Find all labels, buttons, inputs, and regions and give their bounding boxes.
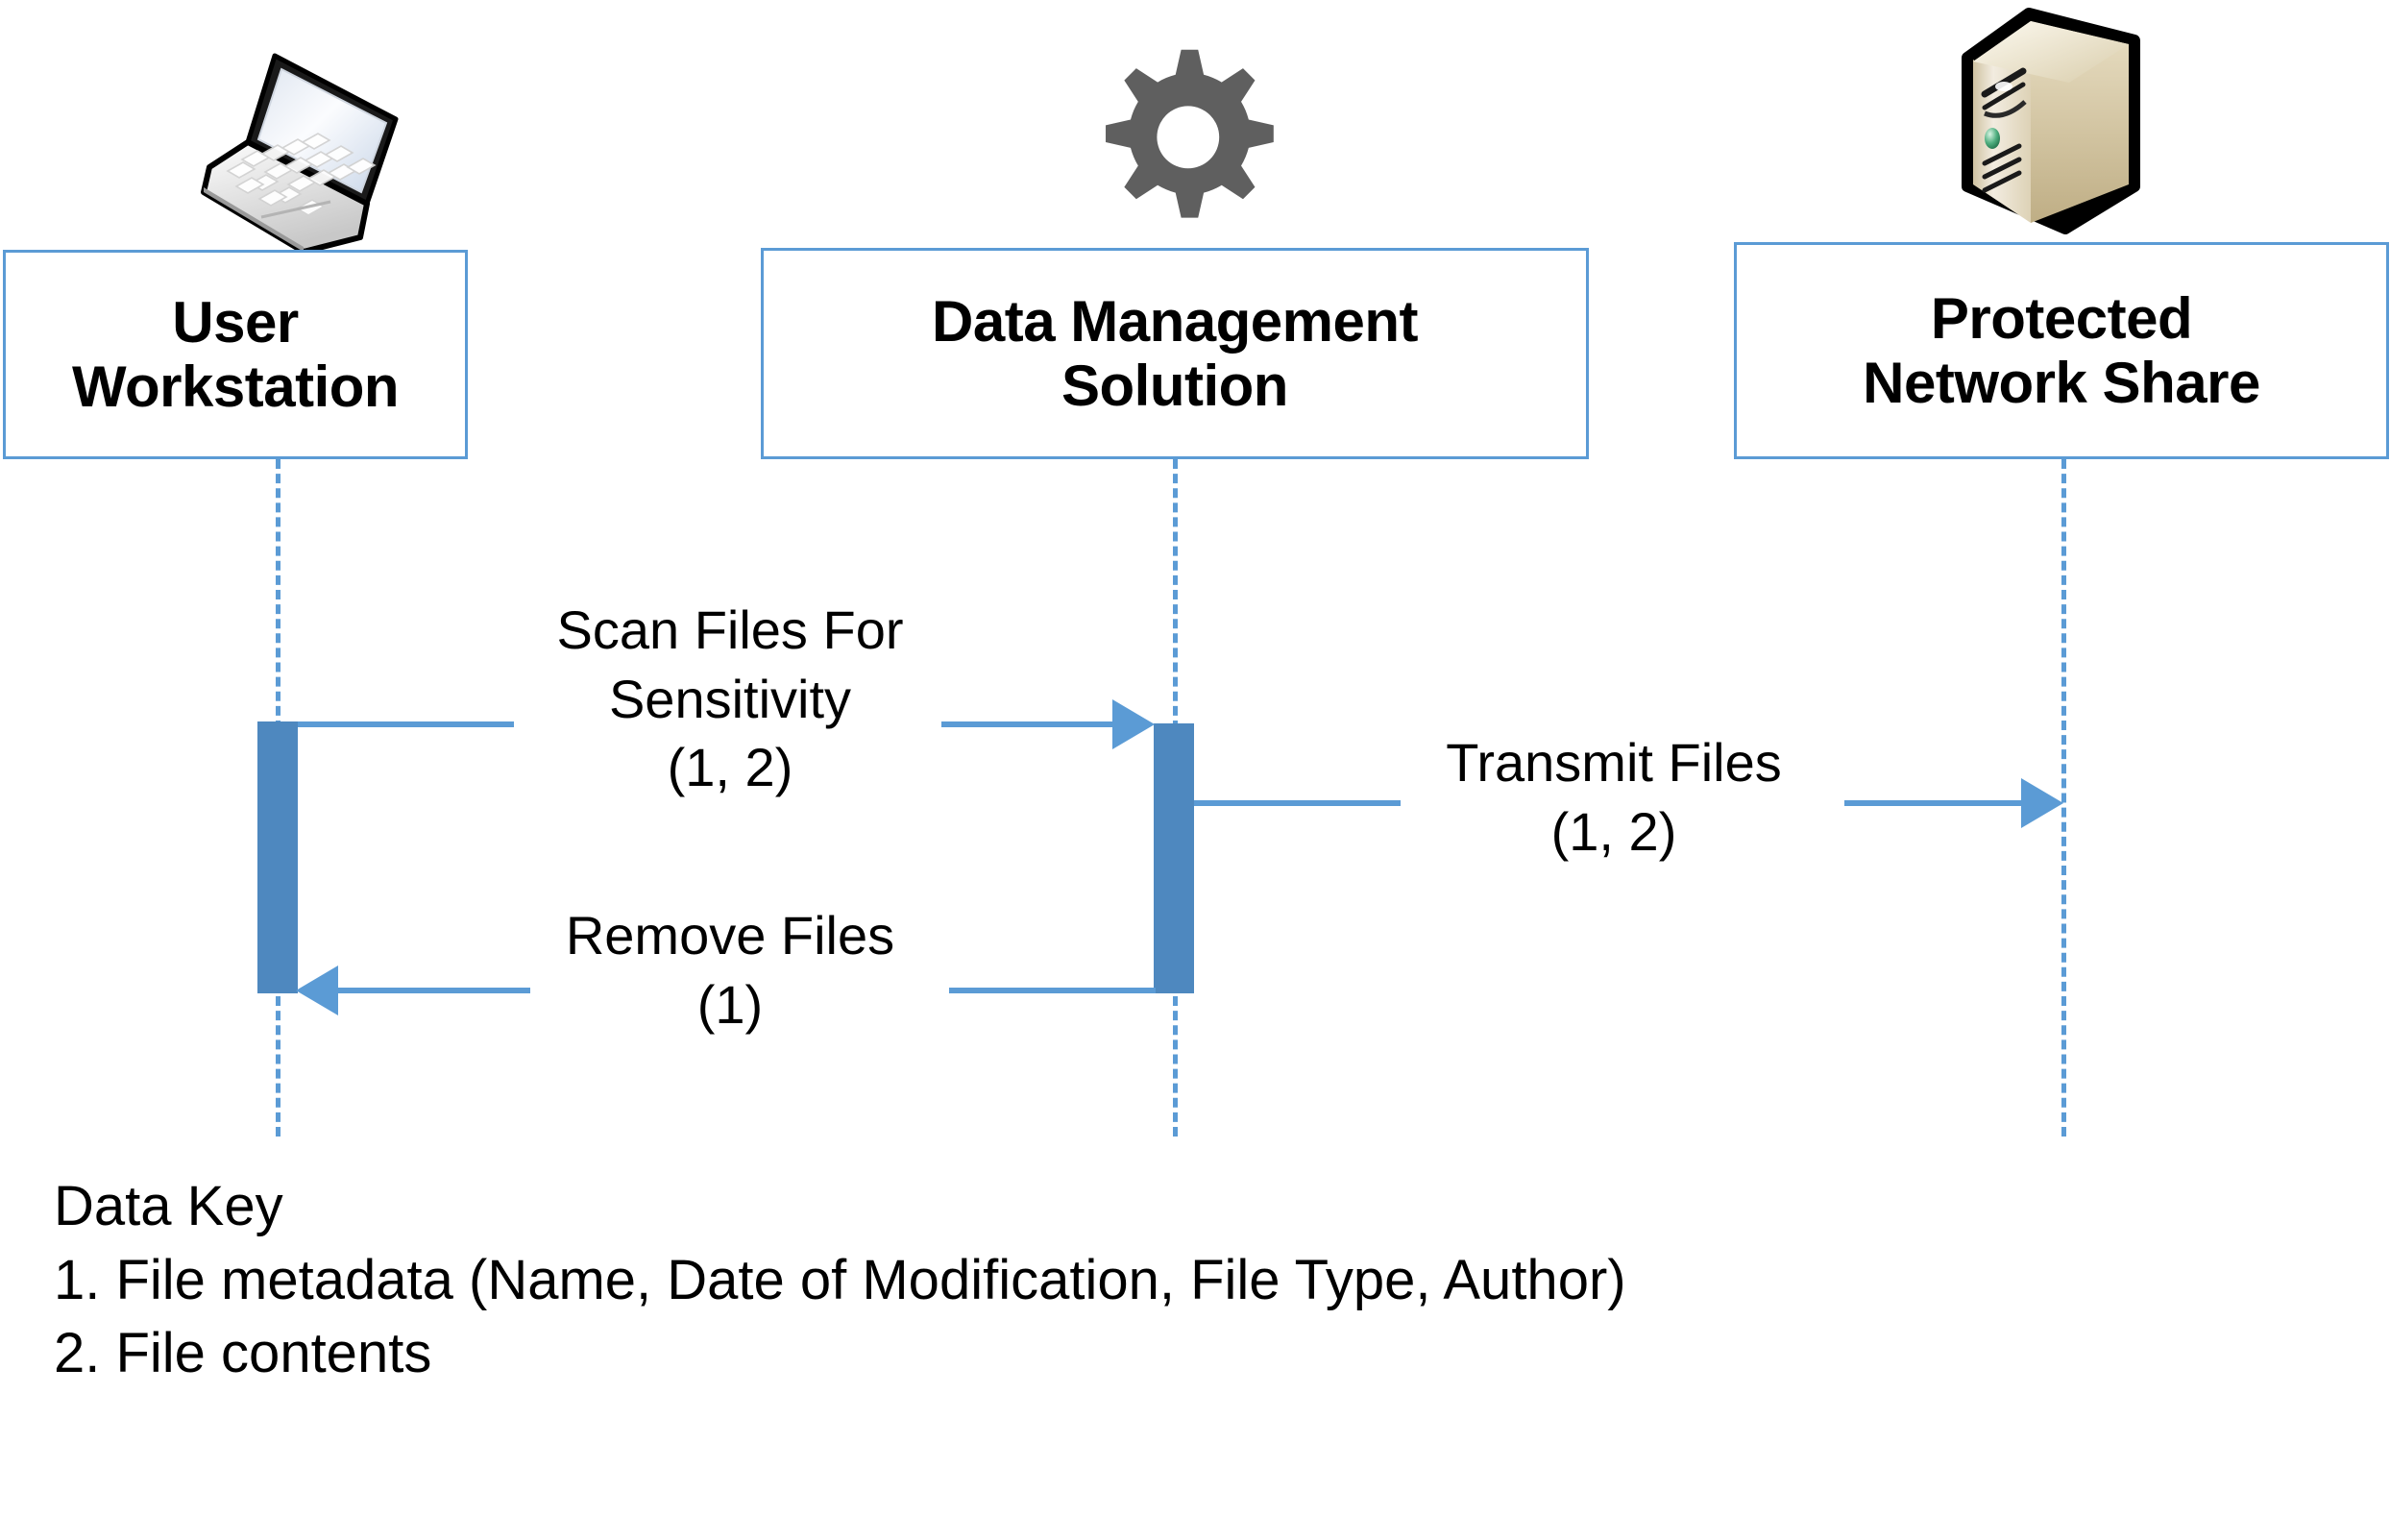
actor-box-data-management-solution[interactable]: Data Management Solution xyxy=(761,248,1589,459)
actor-box-protected-network-share[interactable]: Protected Network Share xyxy=(1734,242,2389,459)
message-line-scan-files-left xyxy=(298,721,514,727)
lifeline-protected-network-share xyxy=(2061,459,2066,1137)
arrowhead-scan-files xyxy=(1112,699,1155,749)
activation-bar-data-management-solution xyxy=(1154,723,1194,993)
message-line-remove-files-right xyxy=(949,988,1156,993)
actor-label-protected-network-share: Protected Network Share xyxy=(1863,285,2260,415)
actor-label-data-management-solution: Data Management Solution xyxy=(932,288,1418,418)
laptop-icon xyxy=(169,13,409,258)
arrowhead-transmit-files xyxy=(2021,778,2063,828)
actor-label-user-workstation: User Workstation xyxy=(71,289,400,419)
data-key-item-1: 1. File metadata (Name, Date of Modifica… xyxy=(54,1248,1626,1311)
message-label-remove-files: Remove Files (1) xyxy=(565,905,895,1035)
message-label-transmit-files: Transmit Files (1, 2) xyxy=(1446,732,1782,862)
data-key-title: Data Key xyxy=(54,1175,283,1237)
actor-box-user-workstation[interactable]: User Workstation xyxy=(3,250,468,459)
message-line-transmit-files-left xyxy=(1194,800,1401,806)
message-line-remove-files-left xyxy=(338,988,530,993)
gear-icon xyxy=(1057,17,1287,253)
data-key-block: Data Key 1. File metadata (Name, Date of… xyxy=(54,1170,1626,1391)
arrowhead-remove-files xyxy=(296,966,338,1015)
message-label-scan-files-for-sensitivity: Scan Files For Sensitivity (1, 2) xyxy=(556,599,904,798)
data-key-item-2: 2. File contents xyxy=(54,1322,432,1385)
server-icon xyxy=(1960,8,2142,253)
message-line-scan-files-right xyxy=(941,721,1114,727)
activation-bar-user-workstation xyxy=(257,721,298,993)
message-line-transmit-files-right xyxy=(1844,800,2025,806)
